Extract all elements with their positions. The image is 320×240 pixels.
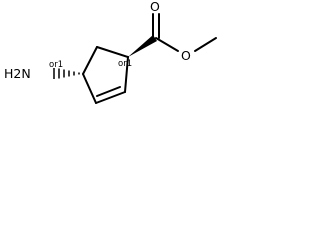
stereo-label-left: or1 [49, 60, 63, 70]
ester-oxygen-label: O [181, 48, 191, 63]
ring-bond-c1-c2 [124, 56, 129, 93]
ring-bond-c4-c5 [82, 46, 98, 75]
methyl-bond [194, 37, 217, 52]
chemical-structure: H2N O O or1 or1 [4, 0, 217, 104]
hashed-wedge-bond-amine [53, 68, 80, 79]
ring-bond-c5-c1 [96, 46, 129, 58]
carbonyl-oxygen-label: O [150, 0, 160, 14]
solid-wedge-bond-ester [128, 35, 157, 57]
ring-bond-c3-c4 [82, 73, 97, 104]
ring-double-bond-outer [95, 91, 126, 104]
ring-double-bond-inner [96, 86, 121, 97]
amine-label: H2N [4, 66, 31, 81]
ester-single-bond [155, 37, 179, 52]
stereo-label-right: or1 [118, 59, 132, 69]
